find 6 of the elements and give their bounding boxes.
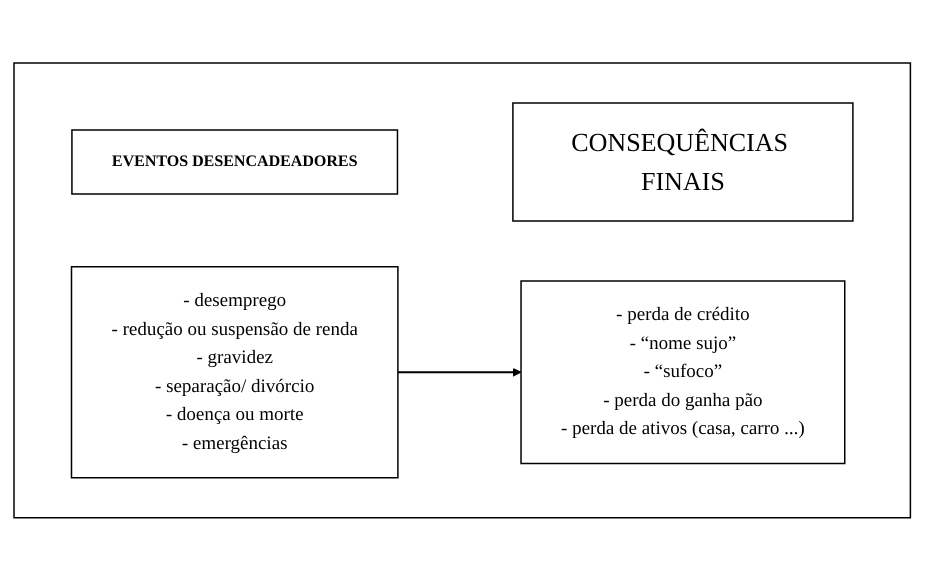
cluster [14, 62, 912, 519]
node-box: EVENTOS DESENCADEADORES [71, 129, 399, 195]
node-box: - perda de crédito - “nome sujo” - “sufoco” - perda do ganha pão - perda de ativos (casa, carro ...) [520, 280, 846, 464]
arrow [398, 368, 522, 377]
node-box: - desemprego - redução ou suspensão de renda - gravidez - separação/ divórcio - doença ou morte - emergências [71, 266, 399, 479]
node-box: CONSEQUÊNCIAS FINAIS [512, 102, 854, 222]
